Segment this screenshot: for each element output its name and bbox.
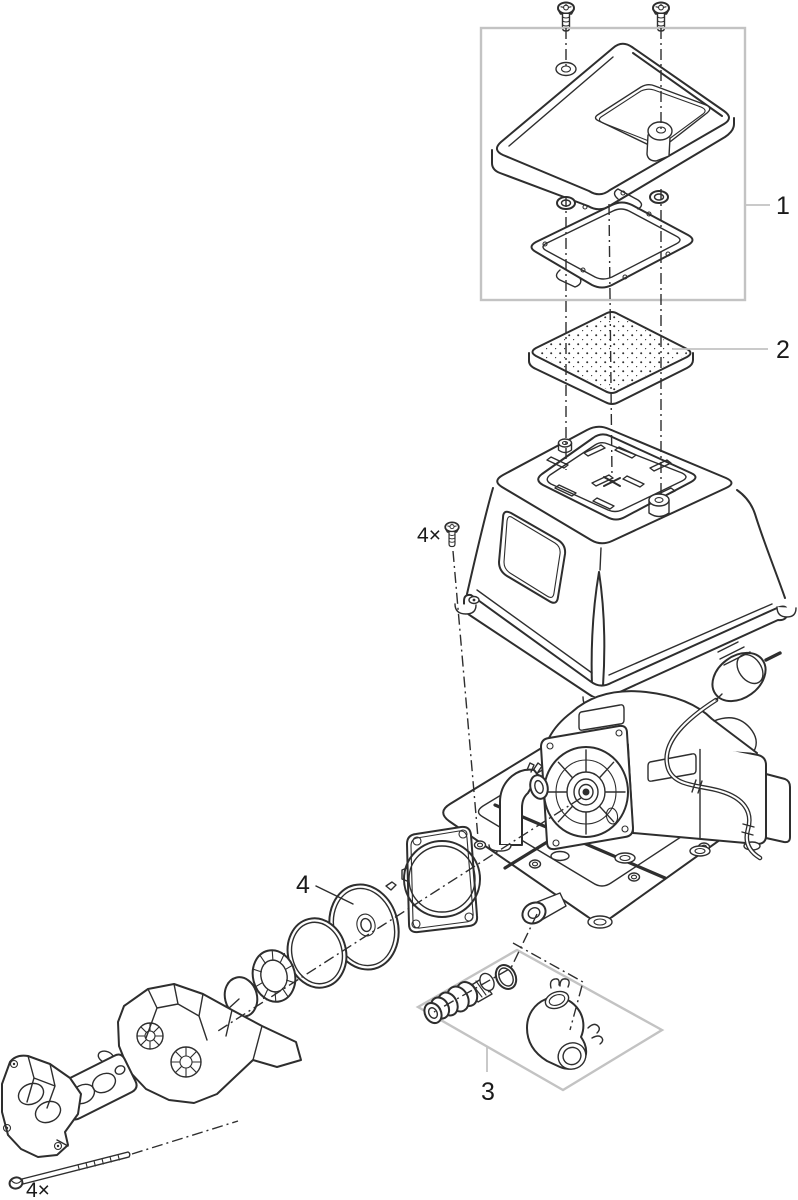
housing-screw-callout: 4× xyxy=(417,521,460,548)
motor-label-sticker-side xyxy=(647,753,697,782)
housing-boss-left xyxy=(557,438,573,454)
group-3-connector-kit xyxy=(415,948,665,1092)
group-1-box xyxy=(479,26,747,302)
base-plate-outlet-port xyxy=(521,892,567,925)
lid-screw-recess-right xyxy=(646,121,673,162)
leader-part4 xyxy=(315,885,354,905)
head-bolts-qty-label: 4× xyxy=(26,1179,50,1200)
part1-label: 1 xyxy=(776,192,790,220)
membrane-clamp-flange xyxy=(401,825,481,934)
o-ring-small xyxy=(494,964,518,990)
housing-screws-qty-label: 4× xyxy=(417,524,441,547)
group-1-cover-assembly xyxy=(479,26,747,302)
plug-pin xyxy=(764,651,782,662)
elbow-air-duct xyxy=(488,762,549,852)
power-plug xyxy=(711,641,782,703)
head-bolt-callout: 4× xyxy=(8,1151,131,1200)
motor-feet xyxy=(550,841,761,864)
pump-head-cover xyxy=(1,1054,82,1158)
housing-door-panel xyxy=(498,510,567,604)
callout-labels: 1 2 3 4 xyxy=(296,192,790,1106)
duct-clamp-icon xyxy=(526,762,543,773)
housing-screw-icon xyxy=(444,521,460,548)
elbow-hose xyxy=(526,978,604,1070)
cover-lid xyxy=(491,42,735,211)
sealing-grommet-right xyxy=(649,190,669,204)
group-3-box xyxy=(415,948,665,1092)
hose-clamp-side-icon xyxy=(587,1023,604,1045)
cover-screw-right-icon xyxy=(652,1,670,32)
base-plate-screw-holes xyxy=(473,798,757,882)
cover-gasket xyxy=(530,188,694,289)
head-bolt-icon xyxy=(8,1151,131,1190)
valve-seat-grille-2 xyxy=(170,1046,202,1078)
lid-screw-hole-left xyxy=(555,61,577,77)
motor-label-sticker-top xyxy=(578,704,625,731)
base-plate-foot xyxy=(587,915,613,929)
hose-clamp-top-icon xyxy=(549,978,570,989)
part2-label: 2 xyxy=(776,336,790,364)
cover-screw-left-icon xyxy=(557,1,575,32)
center-lines xyxy=(131,28,662,1155)
power-plug-and-cable xyxy=(664,641,782,861)
housing-boss-right xyxy=(648,493,670,518)
part3-label: 3 xyxy=(481,1078,495,1106)
motor-unit xyxy=(540,690,791,864)
valve-seat-grille-1 xyxy=(136,1022,164,1050)
part4-label: 4 xyxy=(296,871,310,899)
